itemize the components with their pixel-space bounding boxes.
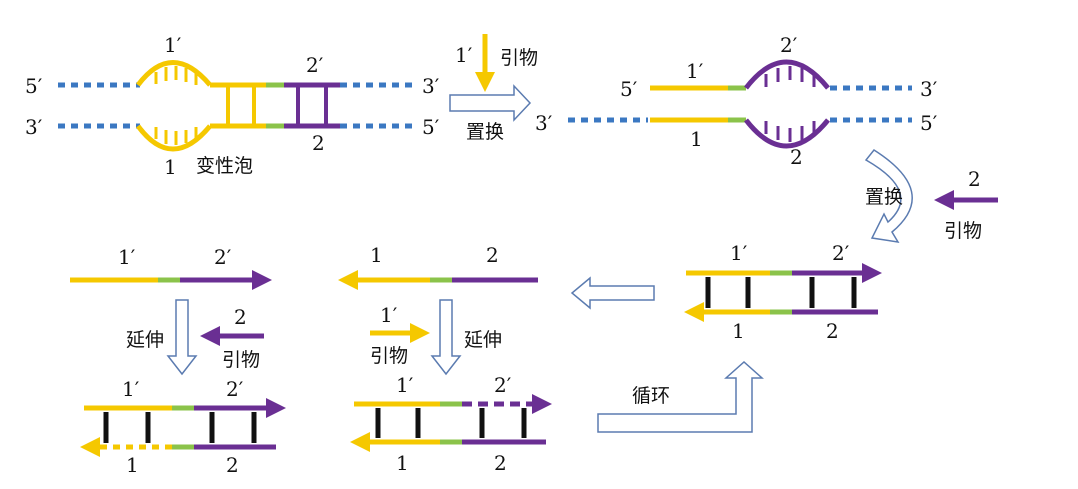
label-extend: 延伸 — [126, 329, 164, 351]
panel-double-strand-product: 1′ 2′ 1 2 — [684, 241, 882, 343]
label-2: 2 — [312, 131, 325, 155]
label-1prime: 1′ — [730, 241, 748, 265]
label-1: 1 — [370, 243, 383, 267]
label-primer: 引物 — [944, 220, 982, 242]
label-2: 2 — [226, 453, 239, 477]
label-1: 1 — [396, 451, 409, 475]
step-primer1-displacement: 1′ 引物 置换 — [449, 34, 538, 143]
label-1prime: 1′ — [455, 43, 473, 67]
label-primer: 引物 — [370, 345, 408, 367]
label-2: 2 — [494, 451, 507, 475]
curved-process-arrow — [864, 149, 913, 243]
label-2: 2 — [826, 319, 839, 343]
panel-denaturation-bubble: 5′ 3′ 3′ 5′ 1′ 1 2′ 2 变性泡 — [25, 33, 440, 179]
label-5prime: 5′ — [422, 115, 440, 139]
panel-strand-1prime-2prime: 1′ 2′ 延伸 2 引物 1′ 2′ 1 2 — [70, 245, 286, 477]
process-arrow-right — [449, 84, 532, 122]
label-3prime: 3′ — [422, 74, 440, 98]
process-arrow-down — [166, 299, 198, 376]
label-2prime: 2′ — [832, 241, 850, 265]
step-primer2-displacement: 置换 2 引物 — [864, 149, 998, 243]
cycle-loop: 循环 — [597, 360, 764, 433]
label-2: 2 — [790, 145, 803, 169]
panel-displaced-strand: 5′ 3′ 3′ 5′ 1′ 1 2′ 2 — [535, 33, 938, 169]
label-3prime: 3′ — [535, 111, 553, 135]
label-1prime: 1′ — [686, 59, 704, 83]
label-2prime: 2′ — [780, 33, 798, 57]
label-cycle: 循环 — [632, 385, 670, 407]
label-denaturation-bubble: 变性泡 — [196, 155, 253, 177]
label-1: 1 — [164, 155, 177, 179]
cycle-arrow — [597, 360, 764, 433]
label-1prime: 1′ — [396, 373, 414, 397]
label-1prime: 1′ — [380, 303, 398, 327]
label-primer: 引物 — [500, 47, 538, 69]
label-5prime: 5′ — [25, 74, 43, 98]
label-primer: 引物 — [222, 349, 260, 371]
label-extend: 延伸 — [464, 329, 502, 351]
label-2prime: 2′ — [306, 53, 324, 77]
label-2: 2 — [234, 305, 247, 329]
label-1: 1 — [690, 127, 703, 151]
process-arrow-left — [570, 276, 655, 310]
label-1prime: 1′ — [164, 33, 182, 57]
label-1: 1 — [126, 453, 139, 477]
label-2: 2 — [968, 167, 981, 191]
label-1: 1 — [732, 319, 745, 343]
label-2prime: 2′ — [214, 245, 232, 269]
label-3prime: 3′ — [25, 115, 43, 139]
label-1prime: 1′ — [122, 377, 140, 401]
label-5prime: 5′ — [620, 77, 638, 101]
panel-strand-1-2: 1 2 1′ 引物 延伸 1′ 2′ 1 2 — [338, 243, 552, 475]
label-2: 2 — [486, 243, 499, 267]
label-5prime: 5′ — [920, 111, 938, 135]
label-3prime: 3′ — [920, 77, 938, 101]
process-arrow-down — [430, 299, 462, 376]
label-1prime: 1′ — [118, 245, 136, 269]
label-2prime: 2′ — [226, 377, 244, 401]
label-2prime: 2′ — [494, 373, 512, 397]
label-displace: 置换 — [865, 186, 903, 208]
label-displace: 置换 — [466, 121, 504, 143]
